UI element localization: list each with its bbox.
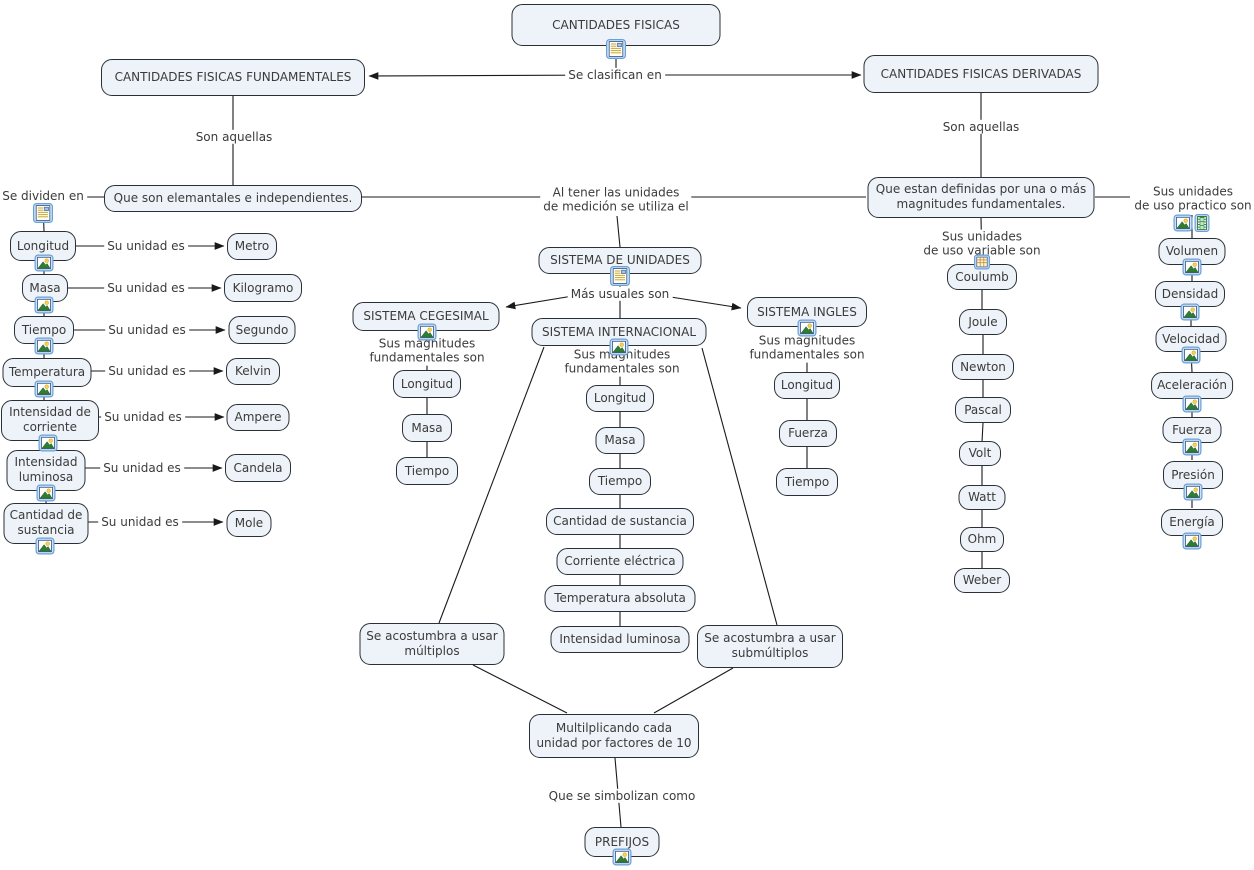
concept-sistema-ingles[interactable]: SISTEMA INGLES <box>747 297 867 327</box>
concept-si-intensidad-luminosa[interactable]: Intensidad luminosa <box>550 625 690 653</box>
image-resource-icon[interactable] <box>1173 214 1193 232</box>
image-resource-icon[interactable] <box>34 337 54 355</box>
concept-definidas-magnitudes[interactable]: Que estan definidas por una o más magnit… <box>867 176 1095 218</box>
concept-unidad-metro[interactable]: Metro <box>227 232 277 260</box>
link-label-uso-practico[interactable]: Sus unidades de uso practico son <box>1131 184 1254 214</box>
link-label-su-unidad-es-3[interactable]: Su unidad es <box>105 322 189 338</box>
image-resource-icon[interactable] <box>1182 258 1202 276</box>
concept-var-newton[interactable]: Newton <box>952 354 1014 380</box>
concept-fund-cantidad-sustancia[interactable]: Cantidad de sustancia <box>3 502 89 544</box>
image-resource-icon[interactable] <box>797 319 817 337</box>
concept-var-ohm[interactable]: Ohm <box>960 526 1004 552</box>
link-label-sus-magnitudes-cegesimal[interactable]: Sus magnitudes fundamentales son <box>366 336 488 366</box>
concept-sistema-de-unidades[interactable]: SISTEMA DE UNIDADES <box>538 246 702 274</box>
concept-var-watt[interactable]: Watt <box>958 484 1006 510</box>
concept-var-pascal[interactable]: Pascal <box>955 397 1011 423</box>
link-label-su-unidad-es-6[interactable]: Su unidad es <box>100 460 184 476</box>
link-label-al-tener-unidades[interactable]: Al tener las unidades de medición se uti… <box>540 185 692 215</box>
image-resource-icon[interactable] <box>34 254 54 272</box>
link-label-son-aquellas-fundamentales[interactable]: Son aquellas <box>192 129 276 145</box>
concept-var-coulumb[interactable]: Coulumb <box>947 264 1017 290</box>
link-label-sus-magnitudes-internacional[interactable]: Sus magnitudes fundamentales son <box>561 347 683 377</box>
link-label-su-unidad-es-2[interactable]: Su unidad es <box>104 280 188 296</box>
image-resource-icon[interactable] <box>1181 346 1201 364</box>
image-resource-icon[interactable] <box>38 434 58 452</box>
concept-var-weber[interactable]: Weber <box>954 567 1010 593</box>
concept-si-corriente-electrica[interactable]: Corriente eléctrica <box>556 547 684 575</box>
table-resource-icon[interactable] <box>974 254 991 270</box>
concept-unidad-kelvin[interactable]: Kelvin <box>226 357 280 385</box>
link-label-su-unidad-es-1[interactable]: Su unidad es <box>104 238 188 254</box>
concept-unidad-ampere[interactable]: Ampere <box>226 403 290 431</box>
image-resource-icon[interactable] <box>1182 438 1202 456</box>
concept-si-masa[interactable]: Masa <box>595 426 645 454</box>
image-resource-icon[interactable] <box>609 338 629 356</box>
concept-si-tiempo[interactable]: Tiempo <box>589 467 651 495</box>
concept-ing-tiempo[interactable]: Tiempo <box>776 468 838 496</box>
concept-cantidades-fundamentales[interactable]: CANTIDADES FISICAS FUNDAMENTALES <box>101 58 365 96</box>
connector-line <box>981 422 984 443</box>
concept-multiplicando-factores[interactable]: Multilplicando cada unidad por factores … <box>529 714 699 758</box>
link-label-su-unidad-es-5[interactable]: Su unidad es <box>101 409 185 425</box>
concept-unidad-segundo[interactable]: Segundo <box>228 316 296 344</box>
connector-line <box>438 346 545 624</box>
concept-sistema-cegesimal[interactable]: SISTEMA CEGESIMAL <box>352 301 500 331</box>
concept-unidad-candela[interactable]: Candela <box>225 454 291 482</box>
document-resource-icon[interactable] <box>610 266 630 286</box>
link-label-se-dividen-en[interactable]: Se dividen en <box>0 188 87 204</box>
document-resource-icon[interactable] <box>606 39 626 59</box>
link-label-su-unidad-es-7[interactable]: Su unidad es <box>98 514 182 530</box>
video-resource-icon[interactable] <box>1194 214 1210 232</box>
image-resource-icon[interactable] <box>1182 532 1202 550</box>
concept-ceg-longitud[interactable]: Longitud <box>393 370 461 398</box>
connector-line <box>472 664 568 714</box>
concept-unidad-kilogramo[interactable]: Kilogramo <box>224 274 302 302</box>
concept-unidad-mole[interactable]: Mole <box>226 509 272 537</box>
concept-var-volt[interactable]: Volt <box>959 440 1001 466</box>
concept-si-cantidad-sustancia[interactable]: Cantidad de sustancia <box>546 507 694 535</box>
link-label-son-aquellas-derivadas[interactable]: Son aquellas <box>939 119 1023 135</box>
concept-si-temperatura-absoluta[interactable]: Temperatura absoluta <box>544 584 696 612</box>
concept-cantidades-fisicas[interactable]: CANTIDADES FISICAS <box>511 4 721 46</box>
link-label-mas-usuales-son[interactable]: Más usuales son <box>567 286 673 302</box>
concept-var-joule[interactable]: Joule <box>959 309 1007 335</box>
concept-ceg-tiempo[interactable]: Tiempo <box>396 457 458 485</box>
image-resource-icon[interactable] <box>34 380 54 398</box>
concept-prac-presion[interactable]: Presión <box>1163 461 1223 489</box>
concept-ing-longitud[interactable]: Longitud <box>774 371 840 399</box>
image-resource-icon[interactable] <box>35 537 55 555</box>
image-resource-icon[interactable] <box>36 484 56 502</box>
image-resource-icon[interactable] <box>1182 395 1202 413</box>
link-label-se-clasifican-en[interactable]: Se clasifican en <box>565 67 665 83</box>
concept-prac-energia[interactable]: Energía <box>1161 508 1223 536</box>
image-resource-icon[interactable] <box>612 848 632 866</box>
connector-line <box>701 347 778 626</box>
link-label-sus-magnitudes-ingles[interactable]: Sus magnitudes fundamentales son <box>746 333 868 363</box>
image-resource-icon[interactable] <box>1183 483 1203 501</box>
image-resource-icon[interactable] <box>1180 303 1200 321</box>
connector-line <box>616 215 621 248</box>
link-label-que-se-simbolizan[interactable]: Que se simbolizan como <box>545 788 699 804</box>
concept-prac-aceleracion[interactable]: Aceleración <box>1151 371 1233 399</box>
concept-ing-fuerza[interactable]: Fuerza <box>779 419 837 447</box>
concept-cantidades-derivadas[interactable]: CANTIDADES FISICAS DERIVADAS <box>863 55 1099 93</box>
concept-elementales-independientes[interactable]: Que son elemantales e independientes. <box>104 184 362 212</box>
document-resource-icon[interactable] <box>33 203 53 223</box>
concept-fund-intensidad-corriente[interactable]: Intensidad de corriente <box>1 399 99 441</box>
image-resource-icon[interactable] <box>34 296 54 314</box>
concept-ceg-masa[interactable]: Masa <box>402 414 452 442</box>
connector-line <box>653 667 734 714</box>
concept-usar-multiplos[interactable]: Se acostumbra a usar múltiplos <box>359 623 505 665</box>
concept-usar-submultiplos[interactable]: Se acostumbra a usar submúltiplos <box>697 624 843 668</box>
image-resource-icon[interactable] <box>417 323 437 341</box>
concept-si-longitud[interactable]: Longitud <box>586 384 654 412</box>
link-label-su-unidad-es-4[interactable]: Su unidad es <box>105 363 189 379</box>
